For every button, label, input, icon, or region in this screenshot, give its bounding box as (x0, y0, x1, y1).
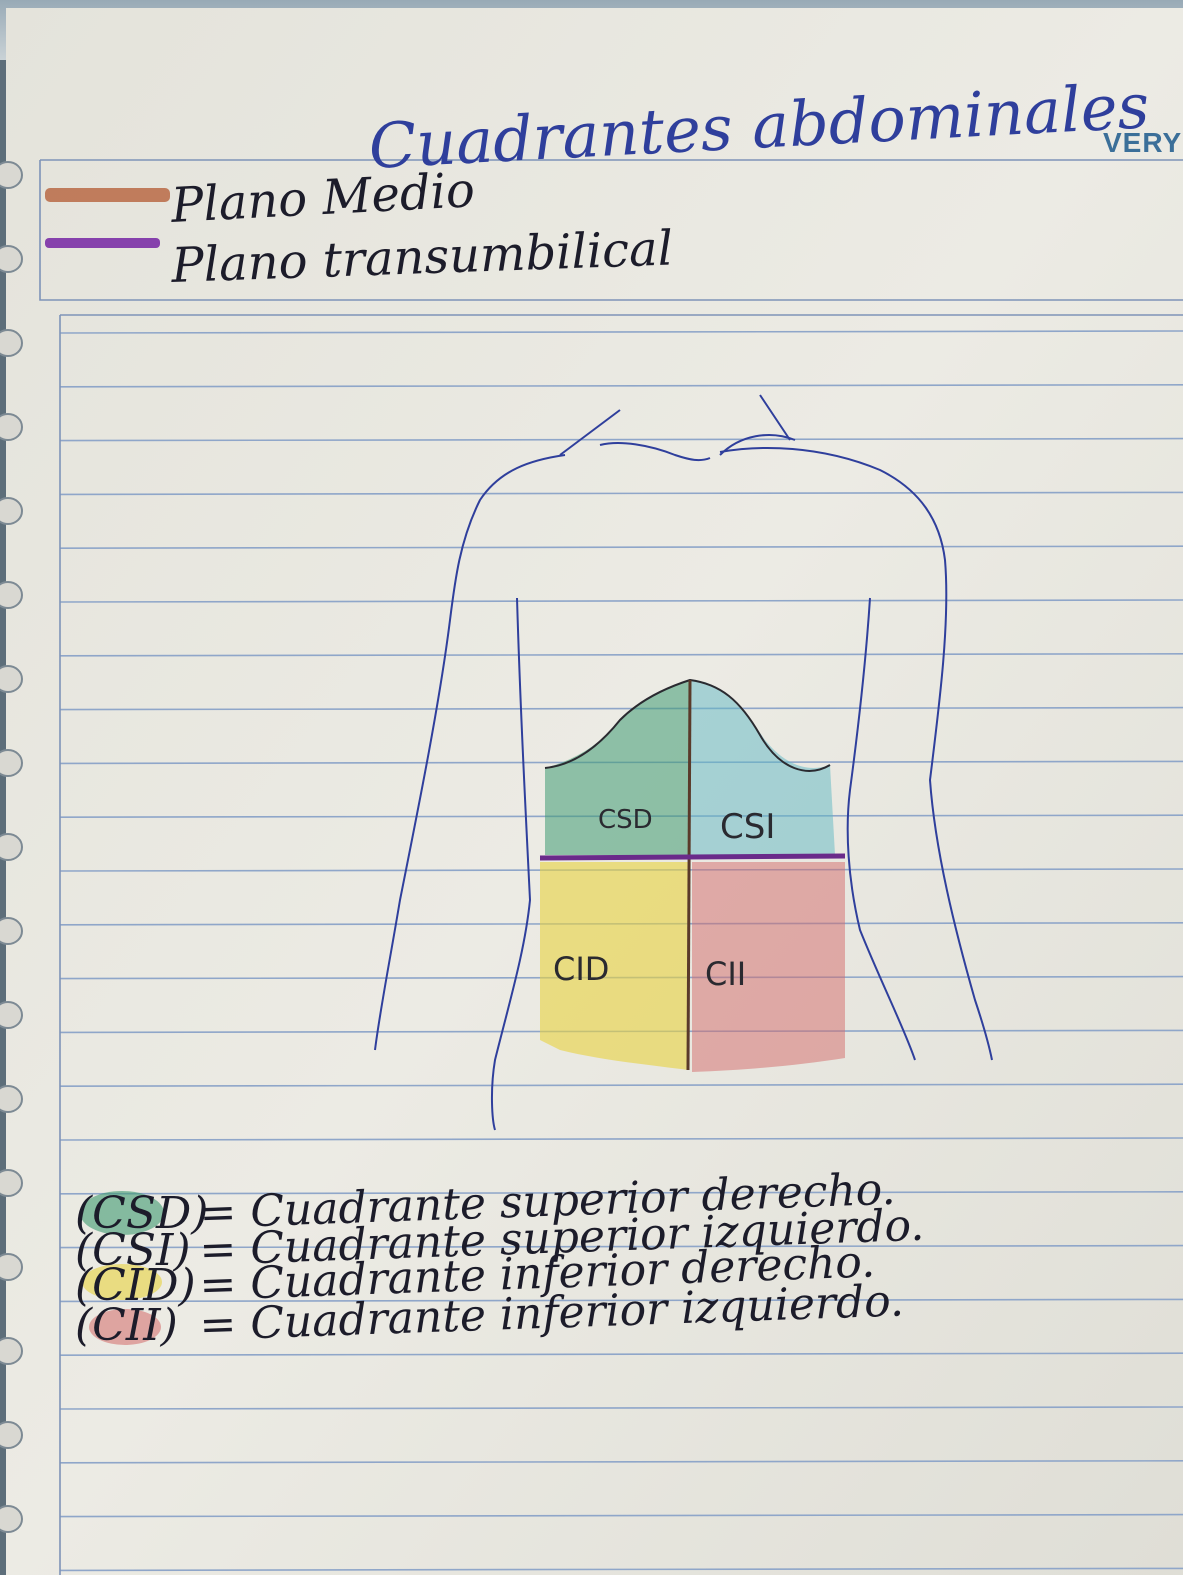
spiral-ring (0, 750, 22, 776)
legend-swatch-transumbilical (45, 238, 160, 248)
spiral-ring (0, 918, 22, 944)
spiral-ring (0, 666, 22, 692)
quadrant-label-cid: CID (553, 950, 609, 988)
spiral-ring (0, 162, 22, 188)
spiral-ring (0, 330, 22, 356)
quadrant-label-csi: CSI (720, 807, 775, 847)
definitions-list: (CSD) = Cuadrante superior derecho. (CSI… (75, 1164, 925, 1351)
transumbilical-plane-line (540, 856, 845, 858)
spiral-ring (0, 498, 22, 524)
quadrant-label-csd: CSD (598, 805, 653, 835)
quadrant-label-cii: CII (705, 955, 746, 993)
spiral-ring (0, 1086, 22, 1112)
spiral-ring (0, 1170, 22, 1196)
definition-code: (CII) (75, 1300, 178, 1351)
spiral-ring (0, 1422, 22, 1448)
spiral-ring (0, 414, 22, 440)
legend-swatch-median (45, 188, 170, 202)
median-plane-line (688, 680, 690, 1070)
spiral-ring (0, 1338, 22, 1364)
spiral-ring (0, 582, 22, 608)
spiral-ring (0, 1506, 22, 1532)
spiral-ring (0, 1254, 22, 1280)
spiral-ring (0, 834, 22, 860)
spiral-ring (0, 246, 22, 272)
spiral-ring (0, 1002, 22, 1028)
